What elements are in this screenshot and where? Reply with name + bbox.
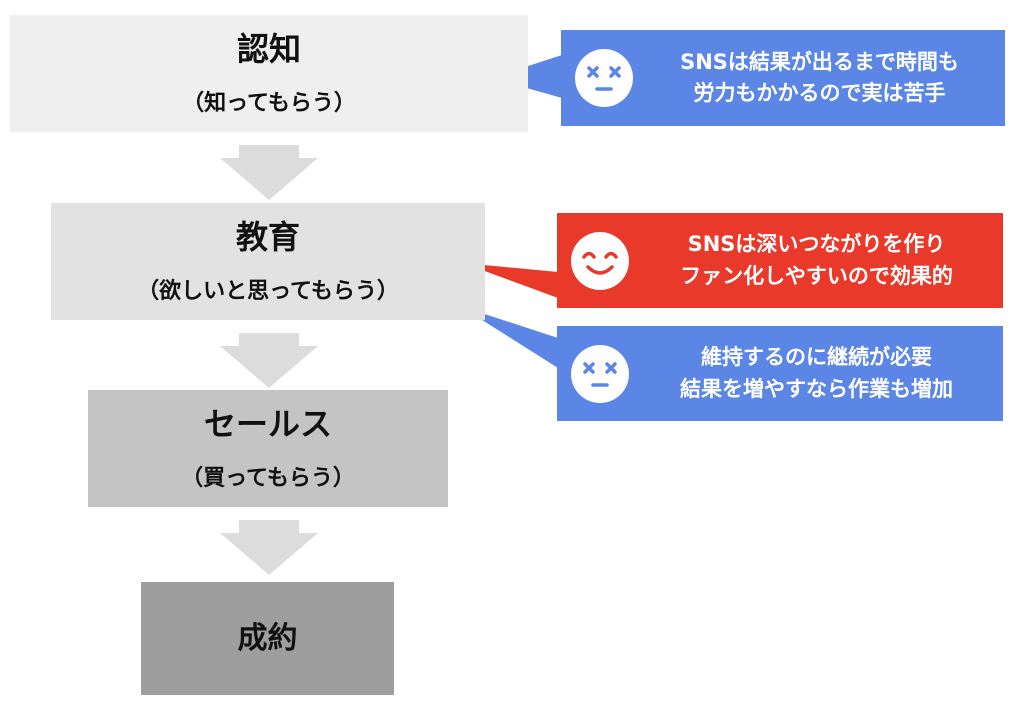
callout-line: 結果を増やすなら作業も増加 [680,376,953,401]
stage-title: 教育 [235,218,300,257]
dizzy-face-icon [571,344,629,403]
callout-line: SNSは深いつながりを作り [687,232,946,256]
callout-line: SNSは結果が出るまで時間も [680,49,959,74]
callout-line: ファン化しやすいので効果的 [680,263,953,288]
callout-text: SNSは結果が出るまで時間も 労力もかかるので実は苦手 [634,47,1005,110]
dizzy-face-icon [575,49,633,107]
arrow-down-icon [220,520,318,575]
stage-subtitle: （買ってもらう） [181,465,355,491]
stage-awareness: 認知 （知ってもらう） [10,15,528,132]
callout-text: SNSは深いつながりを作り ファン化しやすいので効果的 [630,229,1003,292]
stage-title: 認知 [236,30,301,69]
callout-line: 労力もかかるので実は苦手 [693,81,946,105]
arrow-down-icon [220,333,318,388]
arrow-down-icon [220,145,318,200]
stage-title: セールス [203,405,332,444]
stage-education: 教育 （欲しいと思ってもらう） [51,203,485,320]
callout-text: 維持するのに継続が必要 結果を増やすなら作業も増加 [630,342,1003,405]
stage-title: 成約 [237,620,298,656]
smiling-face-icon [571,231,629,290]
callout-negative: 維持するのに継続が必要 結果を増やすなら作業も増加 [557,326,1003,421]
stage-conversion: 成約 [141,582,394,695]
stage-sales: セールス （買ってもらう） [88,390,448,507]
callout-pointer [463,263,558,298]
callout-negative: SNSは結果が出るまで時間も 労力もかかるので実は苦手 [561,30,1005,126]
callout-positive: SNSは深いつながりを作り ファン化しやすいので効果的 [557,213,1003,308]
stage-subtitle: （欲しいと思ってもらう） [137,278,399,304]
stage-subtitle: （知ってもらう） [182,90,356,116]
callout-line: 維持するのに継続が必要 [701,345,932,369]
callout-pointer [460,306,558,368]
